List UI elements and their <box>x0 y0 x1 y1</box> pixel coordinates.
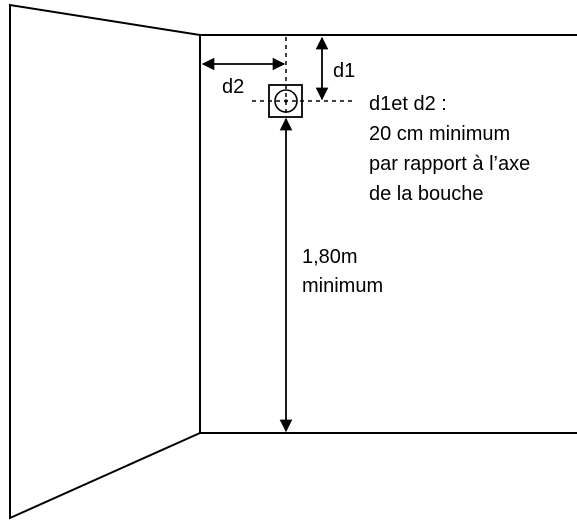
note-line-4: de la bouche <box>369 183 484 205</box>
height-value-label: 1,80m <box>302 246 358 268</box>
note-line-1: d1et d2 : <box>369 93 447 115</box>
height-minimum-label: minimum <box>302 275 383 297</box>
d1-label: d1 <box>333 60 355 82</box>
d2-label: d2 <box>222 76 244 98</box>
note-line-2: 20 cm minimum <box>369 123 510 145</box>
left-wall <box>9 3 201 520</box>
note-line-3: par rapport à l’axe <box>369 153 530 175</box>
room-outline <box>9 3 577 520</box>
